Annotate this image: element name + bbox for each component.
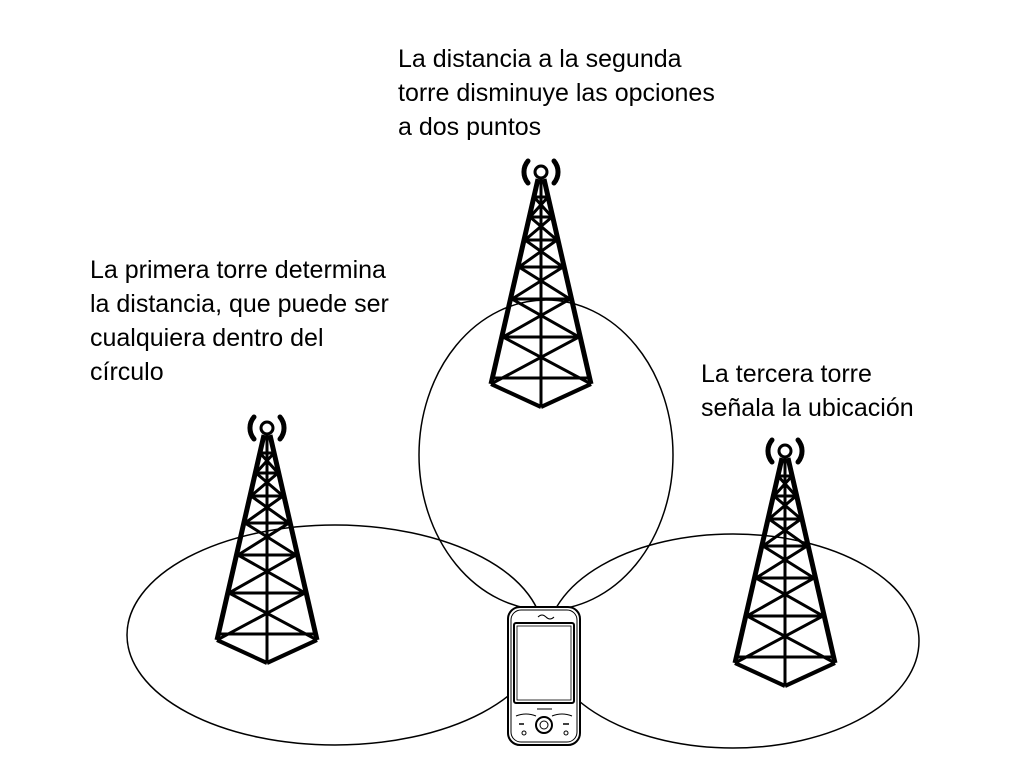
caption-line: torre disminuye las opciones [398,79,715,107]
caption-line: cualquiera dentro del [90,324,324,352]
caption-line: círculo [90,358,164,386]
second-tower-range-circle [418,299,674,611]
caption-line: La distancia a la segunda [398,45,682,73]
caption-line: a dos puntos [398,113,542,141]
third-tower-caption: La tercera torre señala la ubicación [701,357,914,425]
caption-line: señala la ubicación [701,394,914,422]
first-tower-range-circle [126,524,544,746]
caption-line: La primera torre determina [90,256,386,284]
mobile-phone-icon [507,606,581,746]
third-tower-icon [735,440,835,686]
third-tower-range-circle [546,533,920,749]
second-tower-caption: La distancia a la segunda torre disminuy… [398,42,715,144]
caption-line: la distancia, que puede ser [90,290,389,318]
second-tower-icon [491,161,591,407]
caption-line: La tercera torre [701,360,872,388]
first-tower-caption: La primera torre determina la distancia,… [90,253,389,389]
